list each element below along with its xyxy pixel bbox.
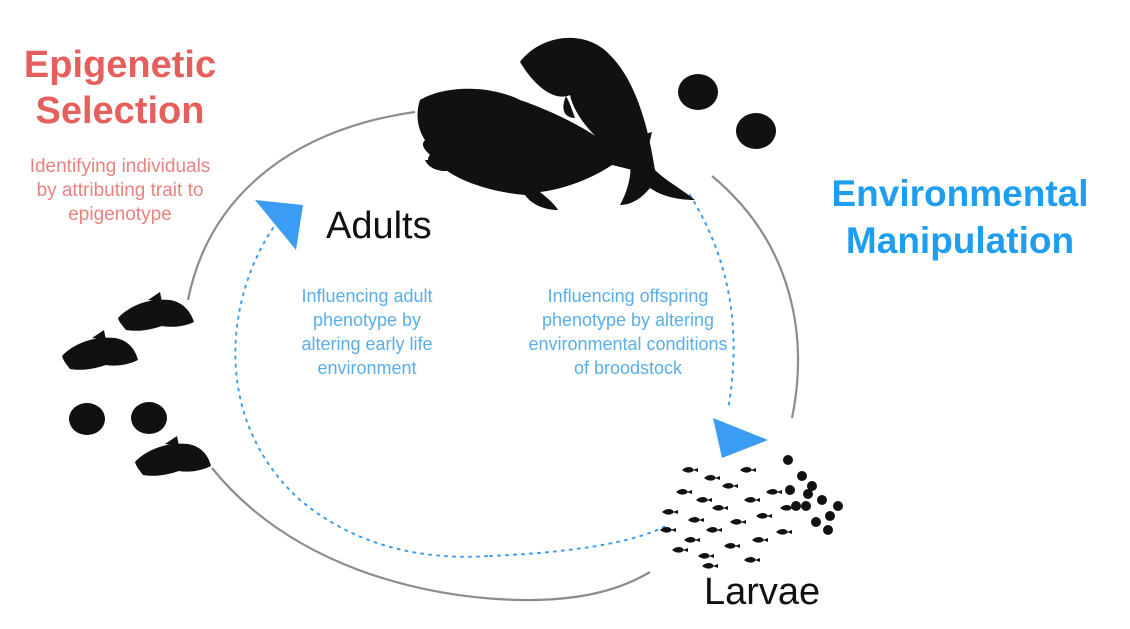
- spat-mark: [817, 495, 827, 505]
- larva-mark: [752, 537, 768, 543]
- environmental-manipulation-title-line-1: Environmental: [831, 173, 1089, 214]
- larva-mark: [704, 475, 720, 481]
- offspring-influence-note-line-3: environmental conditions: [528, 334, 728, 354]
- larva-mark: [722, 483, 738, 489]
- larvae-cluster-icon: [660, 455, 843, 569]
- larva-mark: [682, 467, 698, 473]
- inner-dotted-cycle-right: [489, 524, 669, 557]
- epigenetic-selection-description-line-3: epigenotype: [68, 204, 172, 225]
- larvae-label: Larvae: [704, 571, 821, 613]
- offspring-influence-note-line-4: of broodstock: [573, 358, 683, 378]
- epigenetic-selection-title: Epigenetic Selection: [0, 42, 240, 134]
- spat-mark: [785, 485, 795, 495]
- spat-mark: [803, 489, 813, 499]
- cycle-arrow-icon-adults: [255, 200, 303, 250]
- spat-mark: [783, 455, 793, 465]
- larva-mark: [766, 489, 782, 495]
- spat-mark: [797, 471, 807, 481]
- larva-mark: [756, 513, 772, 519]
- larva-mark: [712, 505, 728, 511]
- epigenetic-selection-title-line-1: Epigenetic: [23, 44, 217, 86]
- larva-mark: [740, 467, 756, 473]
- spat-mark: [791, 501, 801, 511]
- larva-mark: [730, 519, 746, 525]
- outer-cycle-arc-top: [186, 110, 416, 301]
- outer-cycle-arc-right: [711, 175, 800, 419]
- larva-mark: [780, 505, 796, 511]
- adult-influence-note-line-2: phenotype by: [312, 310, 422, 330]
- larva-mark: [684, 537, 700, 543]
- larva-mark: [724, 543, 740, 549]
- epigenetic-selection-title-line-2: Selection: [35, 90, 205, 132]
- larva-mark: [744, 497, 760, 503]
- fish-pair-icon: [417, 37, 695, 210]
- adult-influence-note: Influencing adult phenotype by altering …: [262, 284, 472, 380]
- larva-mark: [672, 547, 688, 553]
- spat-mark: [811, 517, 821, 527]
- larva-mark: [660, 527, 676, 533]
- environmental-manipulation-title-line-2: Manipulation: [845, 220, 1075, 261]
- epigenetic-selection-description: Identifying individuals by attributing t…: [10, 155, 230, 227]
- larva-mark: [776, 529, 792, 535]
- larva-mark: [744, 557, 760, 563]
- adult-influence-note-line-4: environment: [317, 358, 417, 378]
- adults-label: Adults: [326, 205, 432, 247]
- larva-mark: [688, 517, 704, 523]
- adult-influence-note-line-1: Influencing adult: [301, 286, 433, 306]
- spat-mark: [807, 481, 817, 491]
- oyster-icon-left: [69, 402, 167, 435]
- larva-mark: [702, 563, 718, 569]
- oyster-icon-top: [678, 74, 776, 149]
- epigenetic-selection-description-line-1: Identifying individuals: [29, 156, 211, 177]
- offspring-influence-note-line-2: phenotype by altering: [541, 310, 715, 330]
- epigenetic-selection-description-line-2: by attributing trait to: [36, 180, 204, 201]
- larva-mark: [696, 497, 712, 503]
- larva-mark: [706, 527, 722, 533]
- environmental-manipulation-title: Environmental Manipulation: [800, 170, 1120, 264]
- inner-dotted-cycle-left: [234, 227, 491, 558]
- spat-mark: [833, 501, 843, 511]
- offspring-influence-note: Influencing offspring phenotype by alter…: [500, 284, 756, 380]
- offspring-influence-note-line-1: Influencing offspring: [547, 286, 709, 306]
- larva-mark: [662, 509, 678, 515]
- small-fish-icon-group: [62, 292, 211, 476]
- spat-mark: [801, 501, 811, 511]
- outer-cycle-arc-bottom: [211, 467, 651, 602]
- larva-mark: [698, 553, 714, 559]
- inner-dotted-cycle-upper-right: [689, 194, 735, 411]
- adult-influence-note-line-3: altering early life: [301, 334, 433, 354]
- cycle-arrow-icon-larvae: [713, 418, 768, 458]
- spat-mark: [823, 525, 833, 535]
- larva-mark: [676, 489, 692, 495]
- spat-mark: [825, 511, 835, 521]
